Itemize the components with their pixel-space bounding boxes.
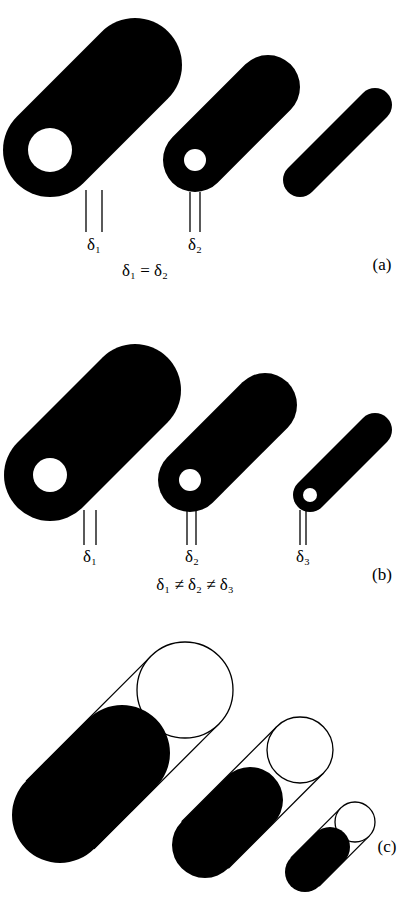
panel-a-tubes [28, 65, 375, 180]
thickness-label: δ₃ [296, 548, 310, 567]
equation-label: δ₁ ≠ δ₂ ≠ δ₃ [156, 576, 233, 595]
thickness-ticks-b [84, 508, 306, 545]
panel-label: (a) [373, 256, 392, 275]
panel-label: (b) [372, 566, 392, 585]
panel-label: (c) [378, 838, 397, 857]
panel-c-tubes [26, 642, 375, 886]
thickness-label: δ₂ [188, 236, 202, 255]
thickness-label: δ₁ [87, 236, 101, 255]
thickness-ticks-a [86, 190, 200, 232]
thickness-label: δ₁ [83, 548, 97, 567]
equation-label: δ₁ = δ₂ [122, 262, 168, 281]
thickness-label: δ₂ [185, 548, 199, 567]
panel-b-tubes [33, 390, 375, 502]
